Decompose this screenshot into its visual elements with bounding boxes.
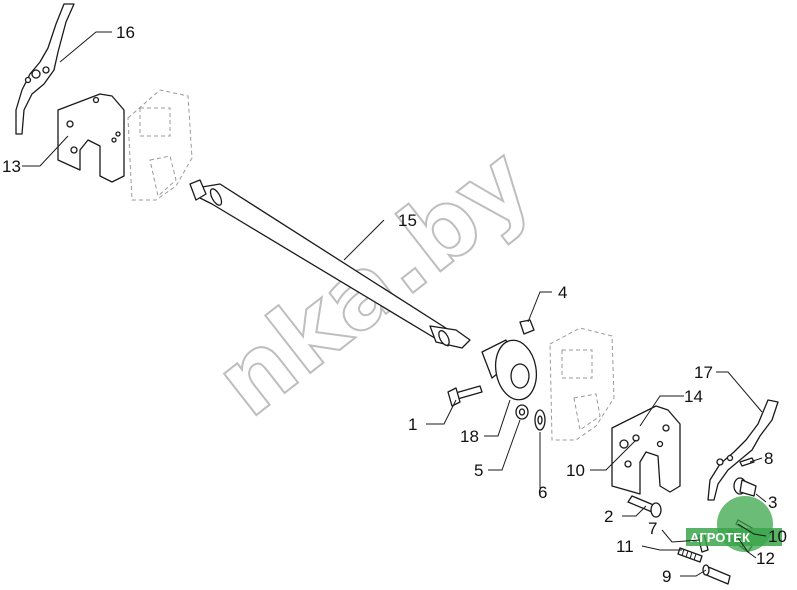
part-15-shaft bbox=[189, 179, 471, 349]
part-9-handle bbox=[702, 564, 731, 585]
callout-9: 9 bbox=[662, 567, 671, 586]
leader-lines bbox=[22, 31, 767, 577]
part-17-lever bbox=[707, 399, 779, 501]
callout-6: 6 bbox=[538, 483, 547, 502]
right-frame-ghost bbox=[549, 327, 615, 441]
callout-labels: 16 13 15 4 1 18 5 6 14 17 10 8 3 2 7 10 … bbox=[2, 23, 787, 586]
callout-8: 8 bbox=[764, 449, 773, 468]
callout-1: 1 bbox=[408, 415, 417, 434]
part-18-hub bbox=[481, 339, 538, 401]
callout-7: 7 bbox=[648, 519, 657, 538]
part-1-bolt bbox=[447, 385, 483, 407]
callout-11: 11 bbox=[616, 537, 634, 556]
callout-10-upper: 10 bbox=[566, 461, 585, 480]
callout-15: 15 bbox=[398, 211, 417, 230]
part-5-nut bbox=[515, 404, 529, 420]
part-13-plate bbox=[57, 93, 125, 183]
part-14-plate bbox=[611, 405, 681, 495]
callout-17: 17 bbox=[694, 363, 713, 382]
logo-text: АГРОТЕК bbox=[690, 530, 750, 545]
callout-16: 16 bbox=[116, 23, 135, 42]
callout-13: 13 bbox=[2, 157, 21, 176]
left-frame-ghost bbox=[127, 89, 193, 201]
callout-18: 18 bbox=[460, 427, 479, 446]
callout-4: 4 bbox=[558, 283, 567, 302]
part-11-spring bbox=[677, 547, 703, 563]
callout-3: 3 bbox=[768, 493, 777, 512]
callout-2: 2 bbox=[604, 507, 613, 526]
callout-12: 12 bbox=[756, 549, 775, 568]
agrotek-logo: АГРОТЕК bbox=[686, 496, 782, 552]
part-4-nut bbox=[519, 319, 535, 335]
part-8-pin bbox=[739, 457, 755, 467]
callout-10-lower: 10 bbox=[768, 527, 787, 546]
part-3-bolt bbox=[733, 477, 757, 497]
part-16-lever bbox=[15, 3, 75, 135]
callout-14: 14 bbox=[684, 387, 703, 406]
part-6-washer bbox=[534, 409, 546, 431]
part-2-bolt bbox=[627, 495, 662, 518]
callout-5: 5 bbox=[474, 461, 483, 480]
